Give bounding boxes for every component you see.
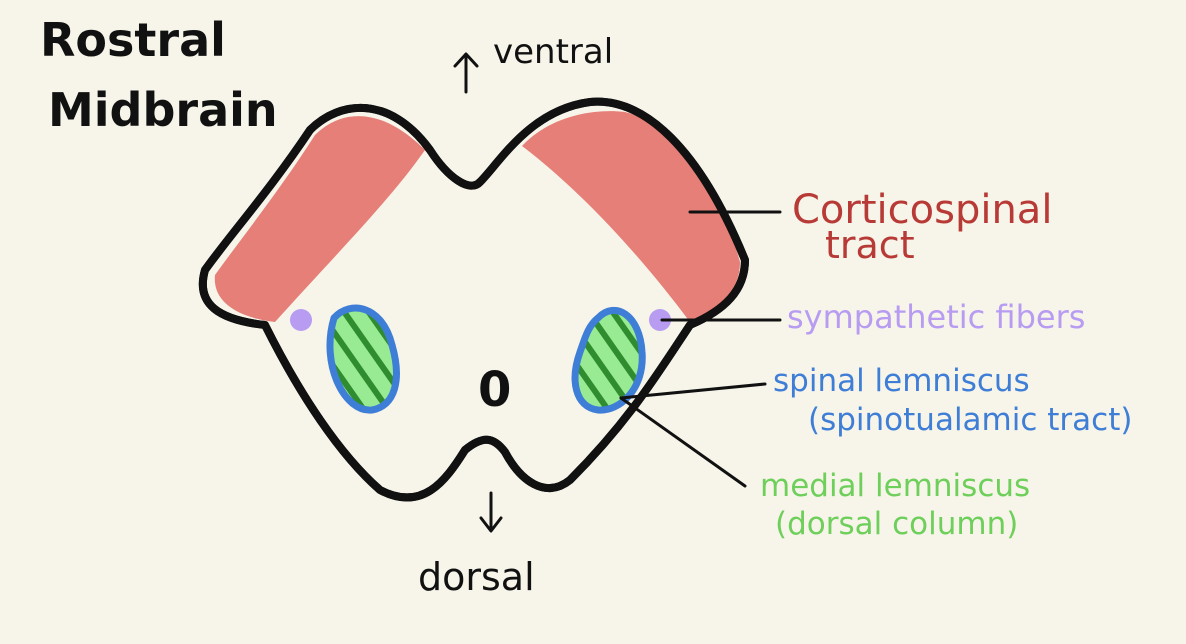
medial-lemniscus-label-line-1: medial lemniscus	[760, 468, 1030, 504]
medial-leader-line	[619, 396, 747, 488]
central-aqueduct-label: 0	[478, 362, 511, 418]
title-line-1: Rostral	[40, 13, 226, 67]
sympathetic-fibers-label: sympathetic fibers	[787, 298, 1085, 336]
right-sympathetic-fibers	[649, 309, 671, 331]
title-line-2: Midbrain	[48, 83, 278, 137]
right-spinal-lemniscus	[571, 306, 646, 414]
medial-lemniscus-label-line-2: (dorsal column)	[775, 506, 1018, 542]
left-spinal-lemniscus	[326, 304, 400, 414]
spinal-lemniscus-label-line-1: spinal lemniscus	[773, 363, 1030, 399]
corticospinal-label-line-2: tract	[825, 223, 915, 267]
ventral-arrow-icon	[453, 52, 479, 94]
left-corticospinal-tract	[214, 116, 425, 322]
dorsal-arrow-icon	[479, 491, 503, 533]
dorsal-label: dorsal	[418, 555, 535, 599]
right-corticospinal-tract	[522, 111, 740, 322]
corticospinal-label-line-1: Corticospinal	[792, 187, 1052, 233]
left-sympathetic-fibers	[290, 309, 312, 331]
ventral-label: ventral	[493, 32, 613, 72]
spinal-leader-line	[619, 382, 767, 400]
spinal-lemniscus-label-line-2: (spinotualamic tract)	[808, 402, 1132, 438]
